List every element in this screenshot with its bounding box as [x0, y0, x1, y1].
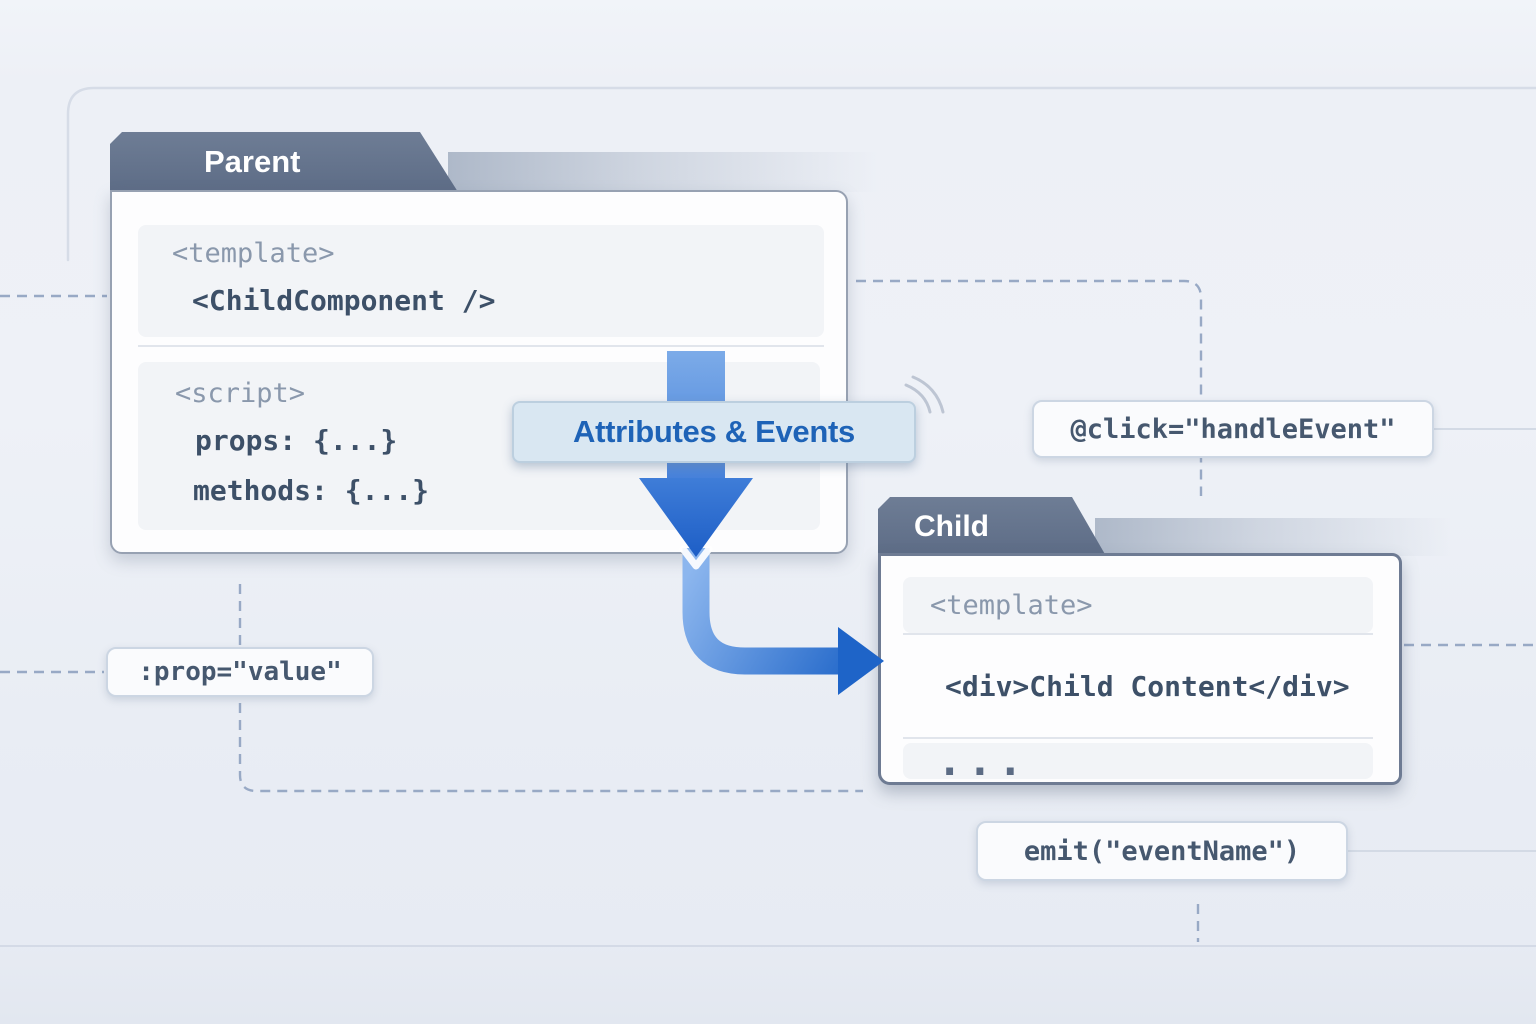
parent-card: <template> <ChildComponent /> <script> p…: [110, 190, 848, 554]
annotation-prop-text: :prop="value": [138, 657, 342, 687]
child-divider-top: [903, 633, 1373, 635]
child-ellipsis: ...: [937, 736, 1028, 785]
connector-arrow-path: [682, 548, 840, 675]
child-card: <template> <div>Child Content</div> ...: [878, 553, 1402, 785]
child-ellipsis-strip: [903, 743, 1373, 779]
parent-tab-extension: [448, 152, 880, 192]
parent-template-tag: <template>: [172, 238, 335, 269]
parent-tab: Parent: [110, 132, 458, 192]
flow-label: Attributes & Events: [512, 401, 916, 463]
annotation-click-handler: @click="handleEvent": [1032, 400, 1434, 458]
parent-script-tag: <script>: [175, 378, 306, 409]
annotation-emit-call: emit("eventName"): [976, 821, 1348, 881]
annotation-emit-text: emit("eventName"): [1023, 835, 1301, 867]
annotation-click-text: @click="handleEvent": [1070, 413, 1396, 445]
dashed-parent-to-child-tab: [856, 279, 1203, 496]
annotation-prop-binding: :prop="value": [106, 647, 374, 697]
parent-script-line-methods: methods: {...}: [193, 474, 430, 507]
child-template-tag: <template>: [930, 590, 1093, 621]
parent-script-line-props: props: {...}: [195, 424, 398, 457]
parent-tab-label: Parent: [204, 144, 301, 179]
child-tab-label: Child: [914, 509, 989, 543]
parent-block-divider: [138, 345, 824, 347]
parent-template-code: <ChildComponent />: [192, 284, 496, 317]
swoosh-right-icon: [911, 375, 945, 414]
child-template-code: <div>Child Content</div>: [945, 670, 1350, 703]
child-tab-extension: [1095, 518, 1451, 556]
child-tab: Child: [878, 497, 1106, 556]
child-divider-bottom: [903, 737, 1373, 739]
flow-label-text: Attributes & Events: [573, 414, 855, 449]
child-template-block: [903, 577, 1373, 633]
